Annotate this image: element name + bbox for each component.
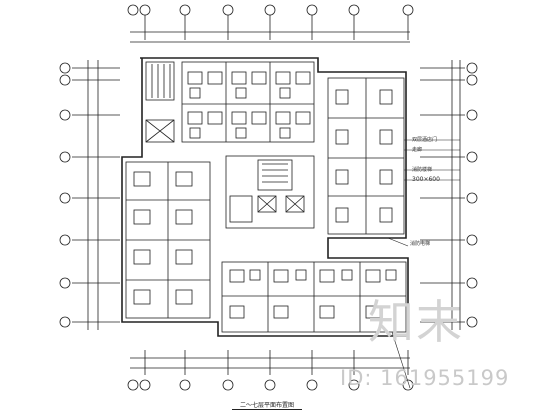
stair-northwest — [145, 61, 175, 143]
watermark-brand: 知末 — [368, 295, 464, 349]
drawing-title: 二～七层平面布置图 — [232, 400, 303, 410]
column-grid-bottom — [127, 350, 414, 391]
guest-rooms-right — [327, 77, 405, 235]
guest-rooms-left — [125, 161, 211, 319]
annotation-double-door: 双层酒店门 — [412, 137, 438, 143]
annotation-fire-stair: 消防楼梯 — [412, 167, 433, 173]
annotation-corridor: 走廊 — [412, 147, 423, 153]
row-grid-left — [59, 60, 120, 330]
watermark-id: ID: 161955199 — [340, 366, 510, 390]
annotation-fire-elevator: 消防电梯 — [410, 241, 431, 247]
guest-rooms-top — [181, 61, 315, 143]
guest-rooms-bottom — [221, 261, 407, 333]
building-outline — [121, 57, 409, 337]
row-grid-right — [420, 60, 478, 330]
central-core — [225, 155, 315, 229]
callout-leaders — [387, 139, 460, 389]
column-grid-top — [127, 4, 414, 43]
annotation-dimension: 300×600 — [412, 176, 440, 183]
